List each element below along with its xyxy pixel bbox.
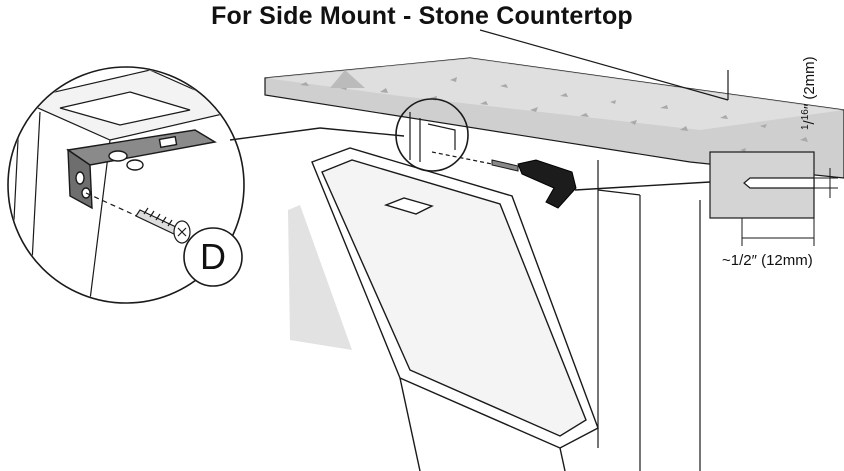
screw-icon — [135, 207, 191, 244]
drill-icon — [431, 151, 577, 209]
cabinet-outline — [479, 29, 729, 471]
thickness-rest: ″ (2mm) — [801, 56, 818, 110]
thickness-label: 1/16″ (2mm) — [800, 56, 818, 130]
edge-distance-label: ~1/2″ (12mm) — [722, 252, 813, 269]
thickness-denominator: 16 — [800, 109, 811, 121]
callout-circle — [183, 227, 243, 287]
thickness-numerator: 1 — [800, 124, 811, 130]
zoom-circle — [395, 98, 469, 172]
wall-shadow — [288, 205, 352, 350]
dishwasher-door — [311, 147, 599, 471]
page-title: For Side Mount - Stone Countertop — [211, 2, 633, 30]
thickness-detail — [574, 151, 838, 246]
detail-magnifier — [7, 66, 405, 304]
stone-countertop — [264, 57, 844, 179]
callout-label: D — [200, 236, 226, 277]
